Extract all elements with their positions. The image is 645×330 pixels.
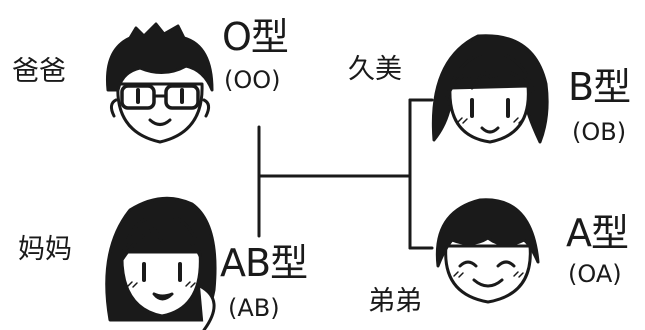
sister-name-label: 久美 xyxy=(348,54,402,85)
dad-genotype: (OO) xyxy=(224,66,281,94)
sister-blood-type: B型 xyxy=(568,65,631,109)
mom-blood-type: AB型 xyxy=(220,241,308,285)
sister-genotype: (OB) xyxy=(572,118,627,146)
brother-blood-type: A型 xyxy=(566,211,629,255)
dad-blood-type: O型 xyxy=(222,15,289,59)
mom-face-icon xyxy=(105,196,217,330)
brother-face-icon xyxy=(435,198,540,304)
dad-name-label: 爸爸 xyxy=(12,56,66,87)
mom-genotype: (AB) xyxy=(228,294,280,322)
brother-genotype: (OA) xyxy=(568,260,622,288)
brother-name-label: 弟弟 xyxy=(368,286,422,317)
mom-name-label: 妈妈 xyxy=(18,234,72,265)
dad-face-icon xyxy=(105,22,214,144)
sister-face-icon xyxy=(431,34,549,144)
